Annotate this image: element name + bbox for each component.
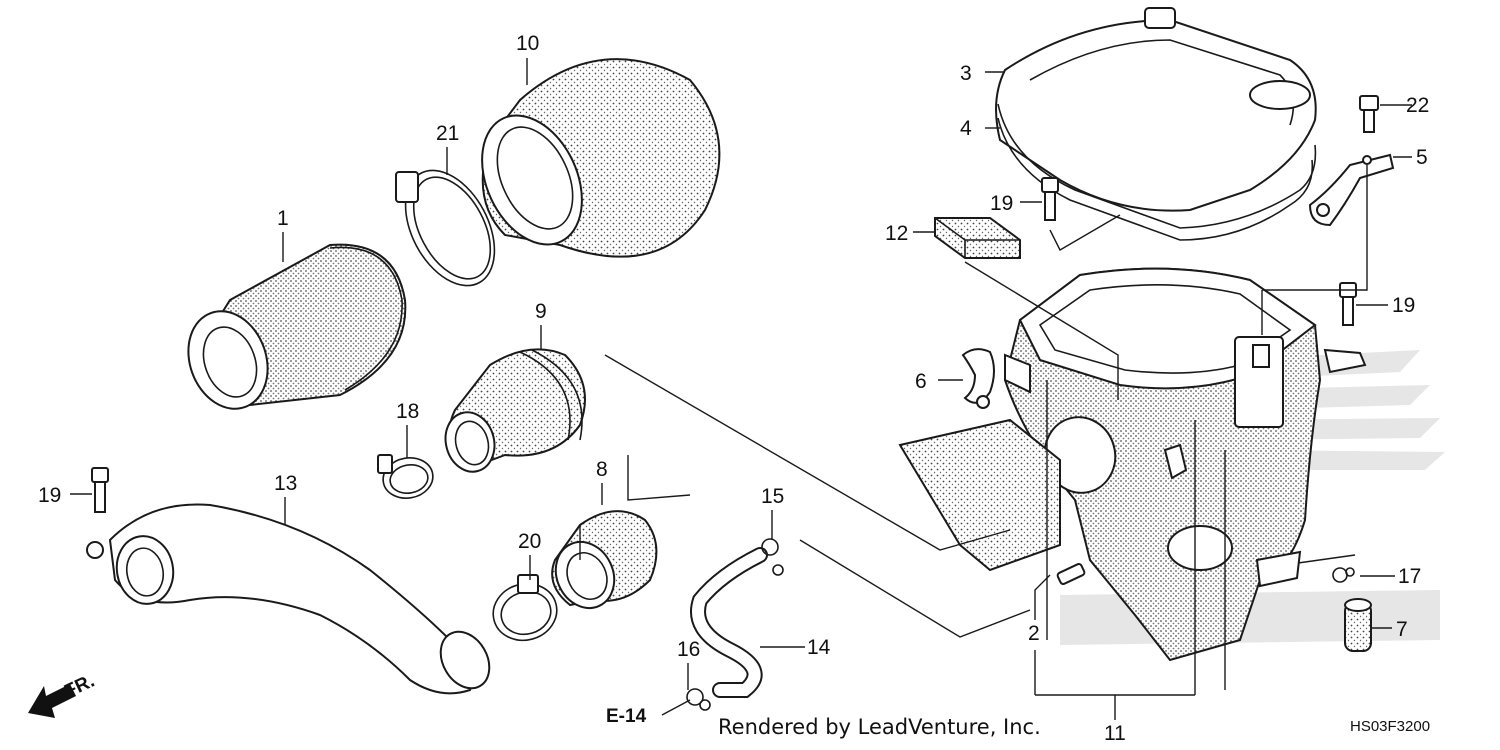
leader-lines <box>70 58 1412 720</box>
callout-19-top: 19 <box>990 192 1013 215</box>
callout-10: 10 <box>516 32 539 55</box>
callout-5: 5 <box>1416 146 1428 169</box>
callout-13: 13 <box>274 472 297 495</box>
part-1-filter-cage <box>187 243 407 410</box>
callout-3: 3 <box>960 62 972 85</box>
drawing-code: HS03F3200 <box>1350 718 1430 735</box>
part-10-filter-element <box>481 58 721 258</box>
reference-tag: E-14 <box>606 706 647 727</box>
part-13-inlet-duct <box>86 503 491 695</box>
callout-19-left: 19 <box>38 484 61 507</box>
callout-7: 7 <box>1396 618 1408 641</box>
part-12-foam-block <box>934 217 1021 259</box>
front-direction-arrow-icon <box>28 684 76 718</box>
credit-line: Rendered by LeadVenture, Inc. <box>718 715 1041 739</box>
callout-14: 14 <box>807 636 831 659</box>
callout-22: 22 <box>1406 94 1429 117</box>
callout-21: 21 <box>436 122 459 145</box>
callout-1: 1 <box>277 207 289 230</box>
small-clips <box>686 538 1355 711</box>
part-9-intake-joint <box>444 348 586 473</box>
part-11-air-cleaner-case <box>1003 267 1367 662</box>
callout-8: 8 <box>596 458 608 481</box>
part-20-hose-clamp <box>492 574 558 642</box>
part-8-boot <box>551 510 658 610</box>
callout-17: 17 <box>1398 565 1421 588</box>
callout-9: 9 <box>535 300 547 323</box>
callout-6: 6 <box>915 370 927 393</box>
callout-2: 2 <box>1028 622 1040 645</box>
callout-16: 16 <box>677 638 700 661</box>
callout-19-right: 19 <box>1392 294 1415 317</box>
callout-4: 4 <box>960 117 972 140</box>
callout-18: 18 <box>396 400 419 423</box>
part-7-drain-plug <box>1344 598 1372 652</box>
part-5-bracket <box>1308 153 1395 227</box>
part-4-gasket <box>997 103 1317 241</box>
callout-numbers: 10 21 1 9 18 8 20 13 19 15 16 14 3 4 22 … <box>38 32 1429 745</box>
part-6-clip <box>961 348 995 409</box>
callout-11: 11 <box>1104 722 1126 745</box>
callout-15: 15 <box>761 485 784 508</box>
part-18-hose-clamp <box>377 454 434 499</box>
part-14-drain-hose <box>690 547 768 698</box>
callout-20: 20 <box>518 530 541 553</box>
callout-12: 12 <box>885 222 908 245</box>
part-21-band-clamp <box>395 169 496 287</box>
